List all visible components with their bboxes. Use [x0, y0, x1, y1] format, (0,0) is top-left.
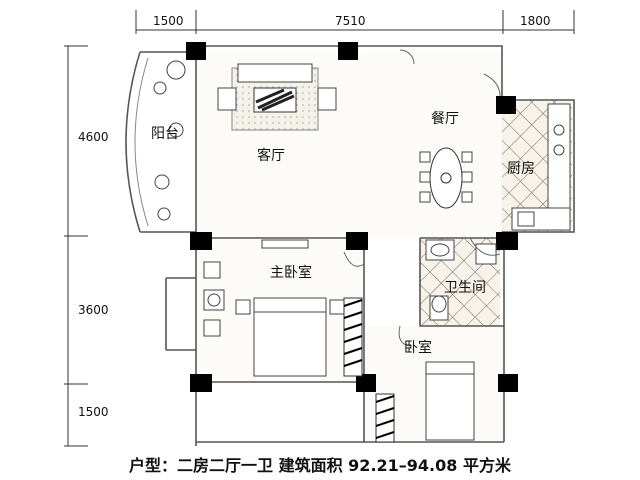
master-wardrobe — [343, 297, 363, 377]
label-balcony: 阳台 — [151, 126, 179, 142]
top-dimension — [135, 10, 575, 34]
bedroom-wardrobe — [375, 393, 395, 443]
label-master: 主卧室 — [270, 264, 312, 281]
coffee-table-glass — [255, 88, 295, 112]
balcony-bay — [125, 51, 141, 233]
doors — [343, 49, 501, 347]
dining-table — [429, 147, 463, 209]
label-bath: 卫生间 — [444, 280, 486, 296]
balcony-bay-inner — [134, 57, 149, 227]
plan-caption: 户型：二房二厅一卫 建筑面积 92.21–94.08 平方米 — [129, 456, 511, 475]
sofa — [237, 63, 313, 83]
bedroom-bed — [425, 361, 475, 441]
label-living: 客厅 — [257, 147, 285, 164]
master-bed — [235, 297, 345, 377]
left-dimension — [64, 45, 88, 447]
bath-fixtures — [425, 239, 497, 321]
dim-left-2: 3600 — [78, 303, 109, 317]
label-kitchen: 厨房 — [507, 161, 535, 177]
walls — [140, 45, 575, 446]
kitchen-counters — [511, 103, 571, 231]
dim-top-1: 1500 — [153, 14, 184, 28]
label-dining: 餐厅 — [431, 111, 459, 127]
armchair-left — [217, 87, 237, 111]
columns — [186, 42, 518, 392]
tv-cabinet — [261, 239, 309, 249]
dining-flower-icon — [440, 172, 452, 184]
label-bedroom: 卧室 — [404, 339, 432, 356]
master-window-seats — [203, 261, 225, 337]
dim-left-1: 4600 — [78, 130, 109, 144]
balcony-plants — [153, 60, 186, 221]
armchair-right — [317, 87, 337, 111]
dim-top-3: 1800 — [520, 14, 551, 28]
dim-left-3: 1500 — [78, 405, 109, 419]
dim-top-2: 7510 — [335, 14, 366, 28]
dining-chairs — [419, 151, 473, 203]
